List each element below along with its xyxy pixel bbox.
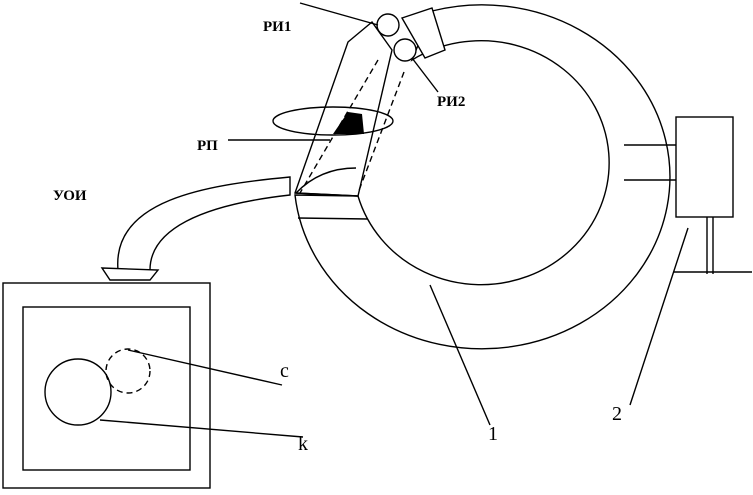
- ri2-source: [393, 38, 417, 62]
- pointer-2: [629, 227, 689, 406]
- circle-k: [44, 358, 112, 426]
- label-c: c: [280, 360, 289, 382]
- pointer-1: [429, 284, 491, 426]
- label-ri2: РИ2: [437, 94, 465, 110]
- rp-target: [333, 112, 364, 134]
- rp-ellipse: [272, 106, 394, 136]
- column-top-line: [294, 192, 359, 197]
- label-2: 2: [612, 403, 622, 425]
- ring-body: [294, 4, 671, 350]
- beam-left: [299, 59, 379, 194]
- monitor-screen: [22, 306, 191, 471]
- ring-top-band: [400, 7, 446, 59]
- label-uoi: УОИ: [53, 188, 87, 204]
- label-ri1: РИ1: [263, 19, 291, 35]
- column-inner-curve: [295, 167, 357, 194]
- label-1: 1: [488, 423, 498, 445]
- column-bottom-line: [297, 217, 369, 220]
- uoi-cable: [117, 176, 291, 271]
- k-leader: [99, 419, 304, 438]
- circle-c: [105, 348, 151, 394]
- c-leader: [127, 349, 283, 386]
- emitter-column: [294, 20, 393, 197]
- uoi-funnel: [100, 267, 160, 281]
- ri1-source: [376, 13, 400, 37]
- ri2-leader: [411, 57, 439, 93]
- beam-right: [357, 71, 405, 194]
- label-rp: РП: [197, 138, 218, 154]
- ri1-leader: [299, 2, 379, 26]
- device-box-2: [675, 116, 734, 218]
- label-k: k: [298, 433, 308, 455]
